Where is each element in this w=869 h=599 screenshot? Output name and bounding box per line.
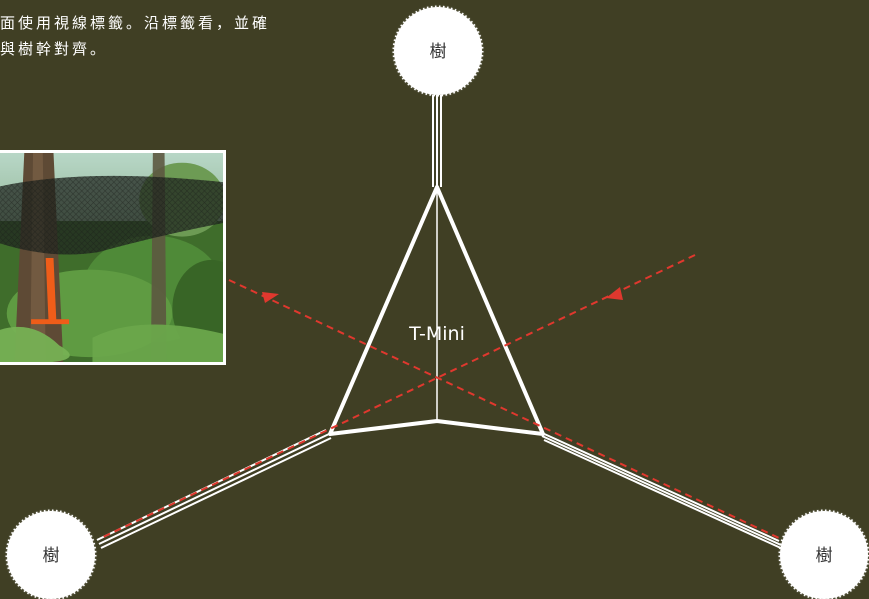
strap-left	[96, 429, 332, 549]
instruction-line-2: 與樹幹對齊。	[0, 40, 109, 58]
instruction-line-1: 面使用視線標籤。沿標籤看，並確	[0, 14, 271, 32]
sight-line-right-arrow	[606, 287, 623, 300]
tree-node-top: 樹	[392, 5, 484, 97]
strap-right	[539, 431, 784, 550]
tree-label-left: 樹	[43, 546, 60, 566]
tree-node-right: 樹	[778, 509, 869, 599]
tent-frame	[328, 185, 545, 436]
tree-strap-photo	[0, 150, 226, 365]
photo-illustration	[0, 153, 223, 362]
tree-label-top: 樹	[430, 42, 447, 62]
center-label: T-Mini	[408, 323, 465, 345]
sight-line-right	[100, 254, 696, 539]
instruction-text: 面使用視線標籤。沿標籤看，並確 與樹幹對齊。	[0, 10, 365, 62]
tree-node-left: 樹	[5, 509, 97, 599]
tree-label-right: 樹	[816, 546, 833, 566]
sight-line-left	[228, 279, 780, 539]
strap-top	[432, 95, 442, 187]
sight-line-left-arrow	[262, 292, 279, 303]
